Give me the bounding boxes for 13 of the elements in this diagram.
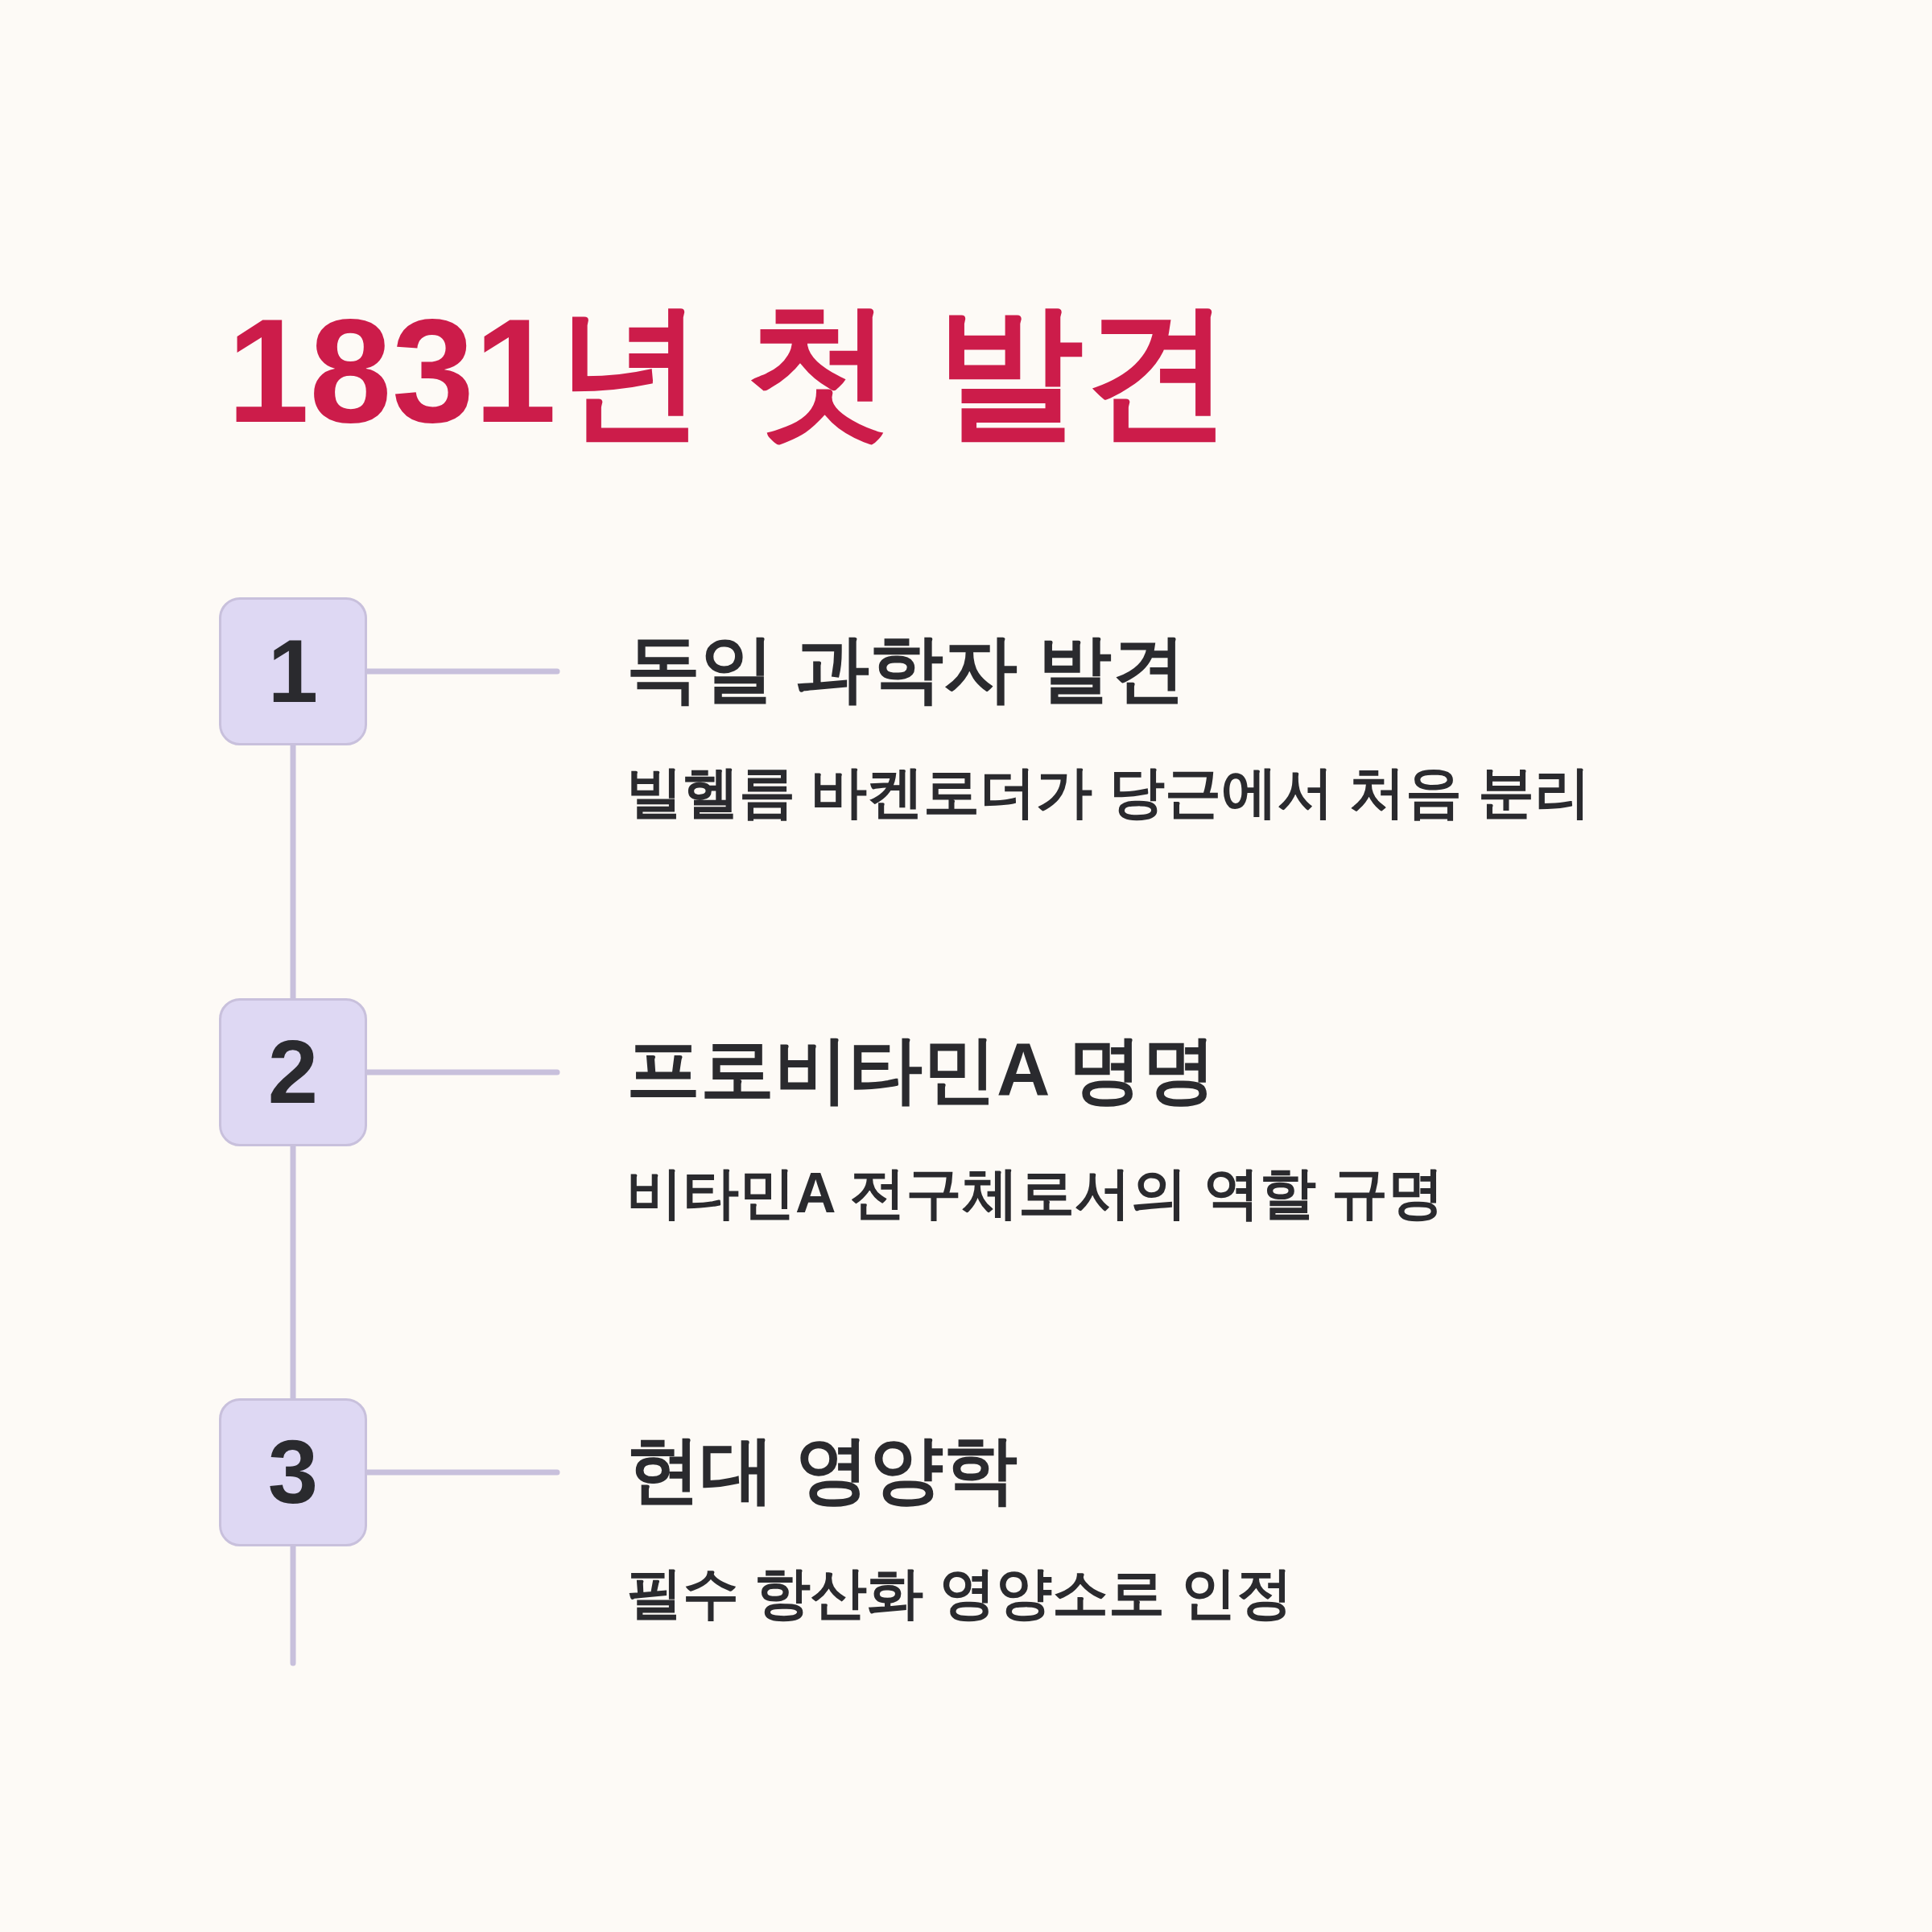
step-description: 빌헬름 바켄로더가 당근에서 처음 분리 [626, 759, 1591, 825]
step-number: 1 [267, 626, 319, 716]
step-heading: 독일 과학자 발견 [626, 626, 1187, 711]
step-description: 비타민A 전구체로서의 역할 규명 [626, 1160, 1445, 1226]
step-heading: 프로비타민A 명명 [626, 1027, 1216, 1112]
step-box [219, 597, 367, 745]
step-number: 2 [267, 1027, 319, 1117]
step-heading: 현대 영양학 [626, 1427, 1018, 1512]
title: 1831년 첫 발견 [227, 287, 1232, 455]
step-description: 필수 항산화 영양소로 인정 [626, 1560, 1294, 1626]
step-box [219, 998, 367, 1146]
step-number: 3 [267, 1427, 319, 1517]
step-box [219, 1398, 367, 1546]
